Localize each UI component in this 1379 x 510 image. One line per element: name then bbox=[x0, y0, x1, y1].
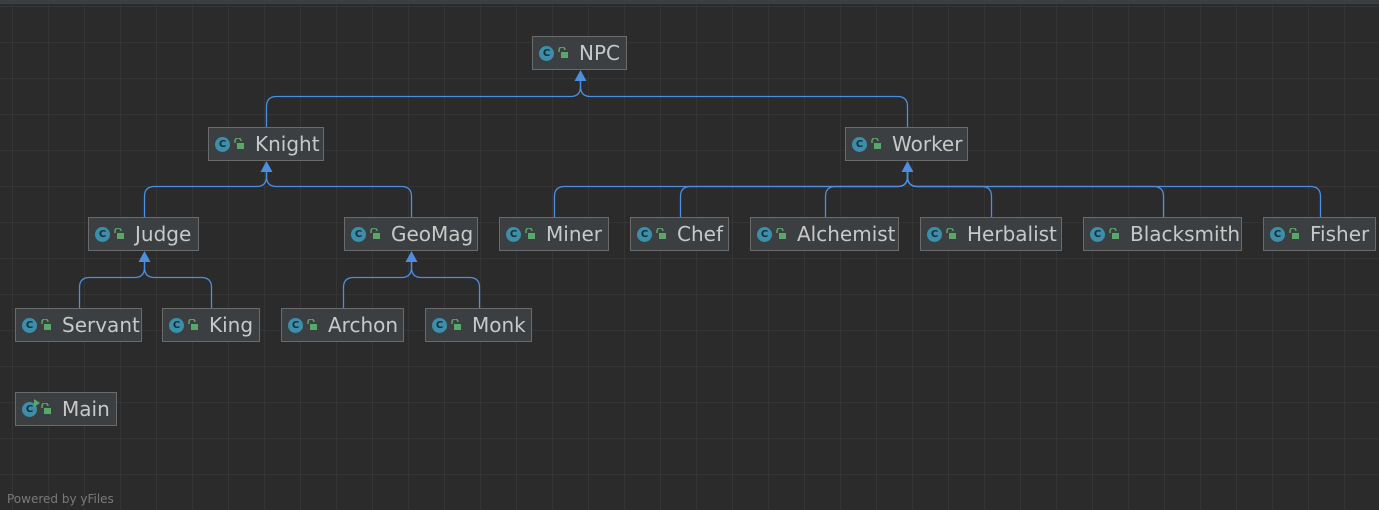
inheritance-arrowhead-knight bbox=[260, 161, 273, 172]
class-node-knight[interactable]: C Knight bbox=[208, 127, 324, 161]
class-node-blacksmith[interactable]: C Blacksmith bbox=[1083, 217, 1242, 251]
class-icon: C bbox=[169, 317, 184, 333]
class-label: Fisher bbox=[1310, 222, 1370, 246]
class-icon: C bbox=[432, 317, 447, 333]
class-node-main[interactable]: C Main bbox=[15, 392, 117, 426]
class-label: Archon bbox=[328, 313, 399, 337]
top-border bbox=[0, 0, 1379, 4]
class-label: Herbalist bbox=[967, 222, 1057, 246]
class-node-archon[interactable]: C Archon bbox=[281, 308, 404, 342]
public-access-icon bbox=[451, 319, 461, 330]
inheritance-arrowhead-npc bbox=[574, 70, 587, 81]
class-icon: C bbox=[215, 136, 230, 152]
class-node-chef[interactable]: C Chef bbox=[630, 217, 729, 251]
public-access-icon bbox=[307, 319, 317, 330]
public-access-icon bbox=[188, 319, 198, 330]
class-label: GeoMag bbox=[391, 222, 474, 246]
powered-by-text: Powered by yFiles bbox=[7, 492, 114, 506]
class-node-fisher[interactable]: C Fisher bbox=[1263, 217, 1376, 251]
class-label: Alchemist bbox=[797, 222, 896, 246]
class-node-king[interactable]: C King bbox=[162, 308, 260, 342]
class-icon: C bbox=[927, 226, 942, 242]
class-icon: C bbox=[757, 226, 772, 242]
inheritance-edge-king-to-judge bbox=[143, 260, 213, 308]
class-label: Main bbox=[62, 397, 110, 421]
public-access-icon bbox=[41, 319, 51, 330]
inheritance-edge-monk-to-geomag bbox=[410, 260, 481, 308]
class-node-alchemist[interactable]: C Alchemist bbox=[750, 217, 899, 251]
class-label: King bbox=[209, 313, 254, 337]
public-access-icon bbox=[1289, 228, 1299, 239]
class-label: Blacksmith bbox=[1130, 222, 1241, 246]
inheritance-edge-miner-to-worker bbox=[553, 170, 909, 217]
public-access-icon bbox=[871, 138, 881, 149]
inheritance-arrowhead-worker bbox=[901, 161, 914, 172]
class-icon: C bbox=[95, 226, 110, 242]
class-icon: C bbox=[351, 226, 366, 242]
public-access-icon bbox=[370, 228, 380, 239]
public-access-icon bbox=[41, 403, 51, 414]
class-node-servant[interactable]: C Servant bbox=[15, 308, 142, 342]
class-label: Judge bbox=[135, 222, 192, 246]
class-node-worker[interactable]: C Worker bbox=[845, 127, 968, 161]
inheritance-edge-geomag-to-knight bbox=[265, 170, 413, 217]
class-node-judge[interactable]: C Judge bbox=[88, 217, 199, 251]
inheritance-arrowhead-judge bbox=[138, 251, 151, 262]
class-label: Servant bbox=[62, 313, 140, 337]
public-access-icon bbox=[234, 138, 244, 149]
class-label: Miner bbox=[546, 222, 603, 246]
class-node-monk[interactable]: C Monk bbox=[425, 308, 532, 342]
public-access-icon bbox=[558, 47, 568, 58]
class-icon: C bbox=[22, 317, 37, 333]
class-label: Chef bbox=[677, 222, 723, 246]
class-node-herbalist[interactable]: C Herbalist bbox=[920, 217, 1062, 251]
class-icon: C bbox=[288, 317, 303, 333]
class-icon: C bbox=[506, 226, 521, 242]
class-node-geomag[interactable]: C GeoMag bbox=[344, 217, 478, 251]
inheritance-edge-fisher-to-worker bbox=[906, 170, 1322, 217]
inheritance-arrowhead-geomag bbox=[405, 251, 418, 262]
inheritance-edge-worker-to-npc bbox=[579, 79, 909, 127]
class-icon-letter: C bbox=[25, 403, 34, 415]
class-label: Knight bbox=[255, 132, 320, 156]
class-icon: C bbox=[1090, 226, 1105, 242]
run-class-icon: C bbox=[22, 398, 40, 417]
inheritance-edge-knight-to-npc bbox=[265, 79, 582, 127]
inheritance-edge-servant-to-judge bbox=[78, 260, 146, 308]
run-arrow-icon bbox=[34, 398, 40, 407]
inheritance-edge-herbalist-to-worker bbox=[906, 170, 993, 217]
class-node-miner[interactable]: C Miner bbox=[499, 217, 609, 251]
class-icon: C bbox=[637, 226, 652, 242]
public-access-icon bbox=[1109, 228, 1119, 239]
class-label: Monk bbox=[472, 313, 526, 337]
inheritance-edge-judge-to-knight bbox=[143, 170, 268, 217]
public-access-icon bbox=[525, 228, 535, 239]
class-label: NPC bbox=[579, 41, 620, 65]
class-icon: C bbox=[852, 136, 867, 152]
inheritance-edge-blacksmith-to-worker bbox=[906, 170, 1165, 217]
inheritance-edge-alchemist-to-worker bbox=[824, 170, 909, 217]
public-access-icon bbox=[114, 228, 124, 239]
class-node-npc[interactable]: C NPC bbox=[532, 36, 627, 70]
class-icon: C bbox=[1270, 226, 1285, 242]
class-icon: C bbox=[539, 45, 554, 61]
public-access-icon bbox=[776, 228, 786, 239]
class-label: Worker bbox=[892, 132, 963, 156]
inheritance-edge-archon-to-geomag bbox=[342, 260, 413, 308]
inheritance-edge-chef-to-worker bbox=[679, 170, 909, 217]
public-access-icon bbox=[656, 228, 666, 239]
public-access-icon bbox=[946, 228, 956, 239]
